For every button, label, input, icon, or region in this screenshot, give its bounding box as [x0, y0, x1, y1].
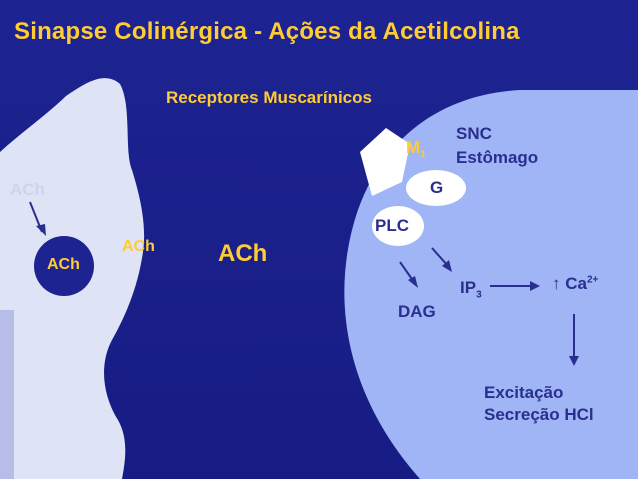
calcium-label: ↑ Ca2+	[552, 274, 599, 293]
effect-labels: Excitação Secreção HCl	[484, 382, 594, 426]
cleft-ach-label: ACh	[218, 240, 268, 267]
plc-to-ip3-arrow	[431, 247, 449, 267]
location-stomach: Estômago	[456, 148, 539, 167]
vesicle-ach-label: ACh	[47, 256, 80, 273]
vesicle	[34, 236, 94, 296]
receptor-label: M1	[406, 138, 426, 161]
ip3-label: IP3	[460, 278, 482, 301]
receptor-shape	[360, 128, 410, 196]
location-labels: SNC Estômago	[456, 122, 538, 170]
presynaptic-lobe	[127, 214, 141, 292]
effect-excitation: Excitação	[484, 383, 564, 402]
g-protein-label: G	[430, 178, 444, 197]
up-arrow-icon: ↑	[552, 274, 561, 293]
plc-label: PLC	[375, 216, 409, 235]
dag-label: DAG	[398, 302, 436, 321]
slide-subtitle: Receptores Muscarínicos	[166, 88, 372, 107]
g-protein-shape	[406, 170, 466, 206]
effect-hcl-secretion: Secreção HCl	[484, 405, 594, 424]
plc-shape	[372, 206, 424, 246]
axon-stub	[0, 310, 14, 479]
location-snc: SNC	[456, 124, 492, 143]
cleft-small-ach-label: ACh	[122, 238, 155, 255]
slide-title: Sinapse Colinérgica - Ações da Acetilcol…	[14, 18, 520, 45]
ach-release-label: ACh	[10, 180, 45, 199]
